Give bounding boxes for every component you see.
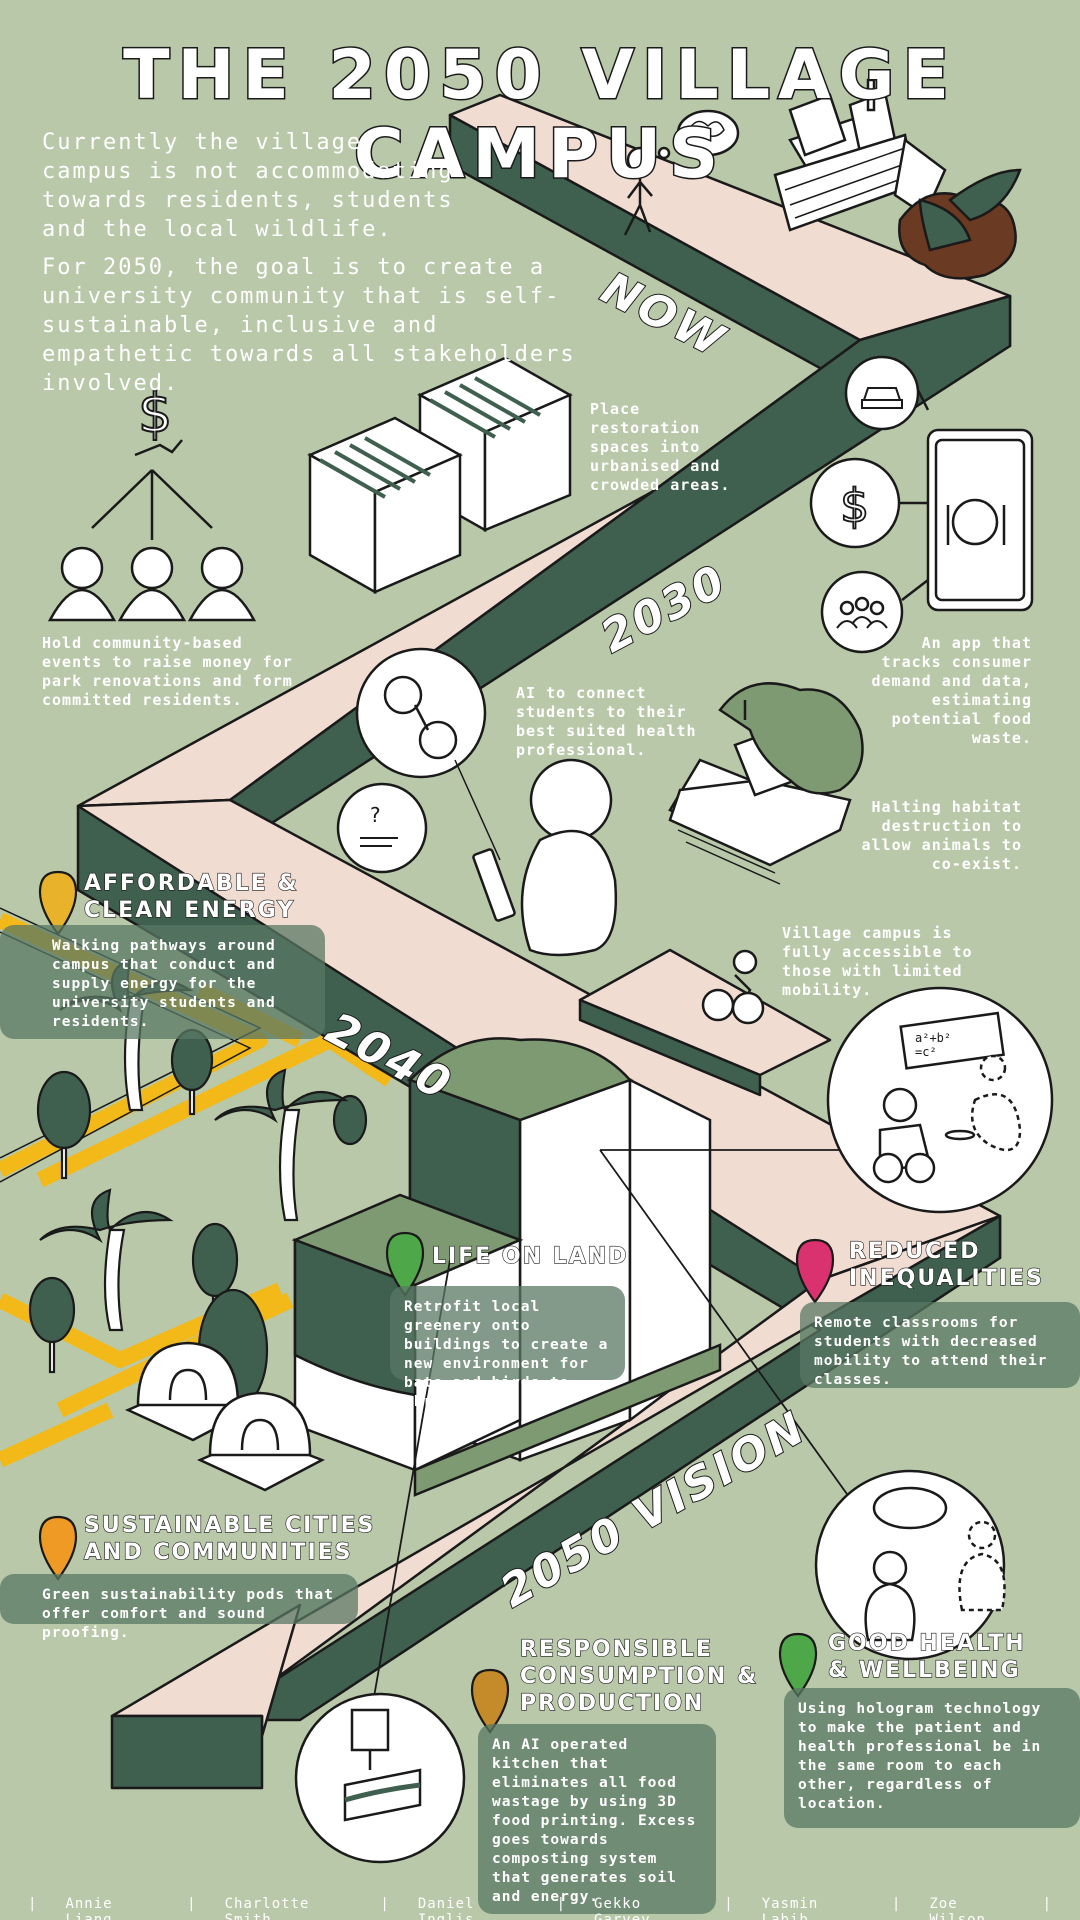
note-mobility: Village campus is fully accessible to th… [782, 924, 973, 999]
community-events-illustration: $ [47, 381, 257, 622]
habitat-bulldozer-illustration [668, 682, 864, 885]
hologram-illustration [814, 1469, 1006, 1661]
svg-text:?: ? [370, 803, 381, 827]
goal-health-text: Using hologram technology to make the pa… [784, 1688, 1080, 1828]
credit-name: Charlotte Smith [224, 1896, 310, 1920]
goal-consumption-title: RESPONSIBLE CONSUMPTION & PRODUCTION [519, 1636, 759, 1716]
svg-text:$: $ [138, 382, 172, 445]
intro-current: Currently the village campus is not acco… [42, 130, 454, 242]
intro-goal: For 2050, the goal is to create a univer… [42, 255, 576, 396]
credit-name: Zoe Wilson [929, 1896, 986, 1920]
health-pin-icon [778, 1632, 818, 1698]
svg-text:$: $ [840, 479, 869, 533]
goal-inequalities-title: REDUCED INEQUALITIES [848, 1238, 1044, 1291]
cities-pin-icon [38, 1515, 78, 1581]
note-community-events: Hold community-based events to raise mon… [42, 634, 293, 709]
goal-cities-text: Green sustainability pods that offer com… [0, 1574, 358, 1641]
note-ai-health: AI to connect students to their best sui… [516, 684, 697, 759]
group-icon [820, 570, 904, 654]
credit-name: Yasmin Labib [761, 1896, 819, 1920]
now-scene [623, 78, 1022, 280]
goal-consumption-text: An AI operated kitchen that eliminates a… [478, 1724, 716, 1914]
ai-health-illustration: ? [336, 647, 618, 957]
goal-energy-title: AFFORDABLE & CLEAN ENERGY [83, 870, 299, 923]
remote-classroom-illustration: a²+b² =c² [826, 986, 1054, 1214]
credit-name: Annie Liang [65, 1896, 113, 1920]
food-printer-illustration [294, 1692, 466, 1864]
food-waste-app-illustration: $ [809, 355, 1034, 654]
credit-name: Gekko Garvey [594, 1896, 651, 1920]
consumption-pin-icon [470, 1668, 510, 1734]
credit-name: Daniel Inglis [417, 1896, 475, 1920]
note-app: An app that tracks consumer demand and d… [871, 634, 1032, 747]
svg-text:a²+b²: a²+b² [915, 1031, 951, 1045]
note-restoration: Place restoration spaces into urbanised … [590, 400, 731, 494]
goal-land-text: Retrofit local greenery onto buildings t… [390, 1286, 625, 1410]
goal-energy-text: Walking pathways around campus that cond… [0, 925, 325, 1039]
credits: | Annie Liang | Charlotte Smith | Daniel… [0, 1896, 1080, 1920]
wheelchair-user-illustration [701, 949, 765, 1025]
goal-pins [38, 870, 835, 1734]
goal-health-title: GOOD HEALTH & WELLBEING [827, 1630, 1026, 1683]
sustainability-pods [124, 1341, 326, 1492]
goal-cities-title: SUSTAINABLE CITIES AND COMMUNITIES [83, 1512, 376, 1565]
restoration-buildings [307, 356, 573, 595]
page-title: THE 2050 VILLAGE CAMPUS [122, 35, 957, 196]
goal-inequalities-text: Remote classrooms for students with decr… [800, 1302, 1080, 1388]
svg-text:=c²: =c² [915, 1045, 937, 1059]
goal-land-title: LIFE ON LAND [431, 1243, 629, 1269]
note-habitat: Halting habitat destruction to allow ani… [861, 798, 1022, 873]
